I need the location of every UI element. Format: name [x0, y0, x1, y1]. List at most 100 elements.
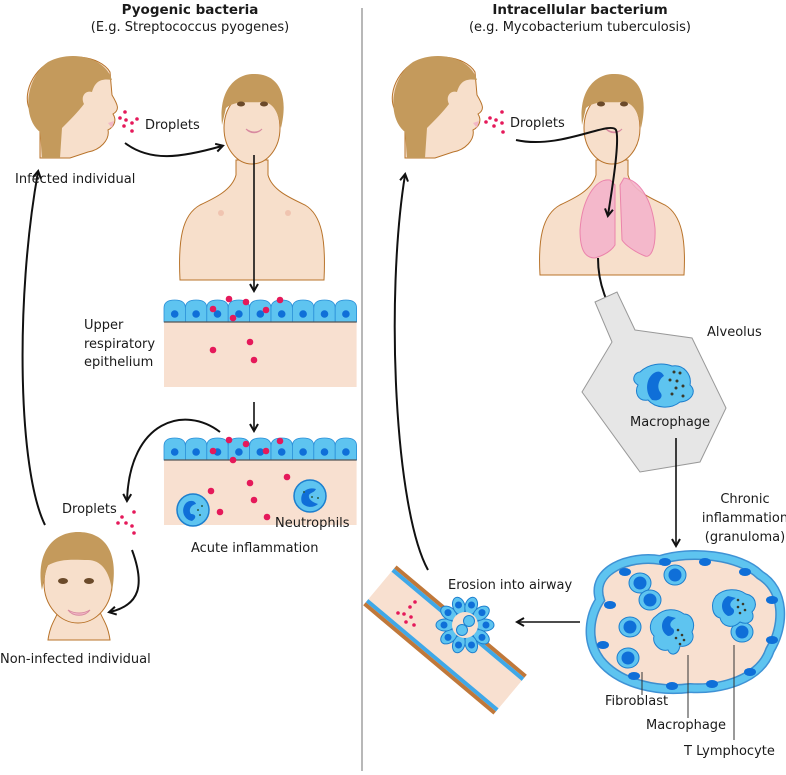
exposed-person-figure — [179, 73, 325, 281]
rosette-nucleus — [440, 621, 448, 629]
arrow-noninfected-to-infected — [21, 172, 46, 526]
bacterium — [250, 496, 258, 504]
cell-nucleus — [342, 448, 350, 456]
lymphocyte-nucleus — [623, 620, 637, 634]
lymphocyte-nucleus — [633, 576, 647, 590]
non-infected-individual-label: Non-infected individual — [0, 652, 151, 667]
bacterium — [207, 487, 215, 495]
droplets-top-right — [484, 110, 505, 134]
rosette-nucleus — [467, 641, 475, 649]
rosette-nucleus — [467, 601, 475, 609]
rosette-nucleus — [478, 609, 486, 617]
bacterium — [225, 295, 233, 303]
droplets-bottom-label: Droplets — [62, 502, 117, 517]
erosion-into-airway-label: Erosion into airway — [448, 578, 573, 593]
lymphocyte-nucleus — [735, 625, 749, 639]
droplets-bottom-left — [116, 510, 136, 535]
neutrophil-cell — [176, 493, 210, 527]
fibroblast-nucleus — [766, 636, 778, 644]
chronic-inflammation-label-line3: (granuloma) — [704, 530, 786, 545]
cell-nucleus — [277, 310, 286, 318]
rosette-nucleus — [482, 621, 490, 629]
fibroblast-nucleus — [604, 601, 616, 609]
fibroblast-nucleus — [628, 672, 640, 680]
droplets-top-left — [118, 110, 139, 133]
chronic-inflammation-label-line1: Chronic — [720, 492, 770, 507]
fibroblast-nucleus — [766, 596, 778, 604]
bacterium — [209, 346, 217, 354]
fibroblast-nucleus — [739, 568, 751, 576]
chronic-inflammation-label-line2: inflammation — [701, 511, 786, 526]
rosette-nucleus — [455, 601, 463, 609]
rosette-macrophage — [463, 615, 475, 627]
cell-nucleus — [192, 448, 200, 456]
bacterium — [262, 447, 270, 455]
airway-droplets — [396, 600, 417, 627]
rosette-nucleus — [444, 633, 452, 641]
cell-nucleus — [256, 448, 265, 456]
connective-tissue — [164, 322, 357, 387]
bacterium — [229, 314, 237, 322]
bacterium — [229, 456, 237, 464]
granuloma-macrophage-cell — [649, 609, 695, 655]
upper-epithelium-block — [163, 295, 357, 387]
upper-respiratory-label-line3: epithelium — [84, 355, 154, 370]
cell-nucleus — [235, 310, 243, 318]
fibroblast-nucleus — [666, 682, 678, 690]
bacterium — [276, 296, 284, 304]
t-lymphocyte-label: T Lymphocyte — [684, 744, 775, 759]
right-panel-subtitle: (e.g. Mycobacterium tuberculosis) — [468, 20, 691, 35]
infected-individual-figure — [26, 56, 118, 159]
tb-infected-individual-figure — [391, 56, 483, 159]
lymphocyte-nucleus — [621, 651, 635, 665]
alveolar-macrophage-cell — [633, 363, 694, 408]
bacterium — [262, 306, 270, 314]
acute-inflammation-block — [163, 436, 357, 525]
alveolar-macrophage-label: Macrophage — [630, 415, 711, 430]
bacterium — [209, 447, 217, 455]
upper-respiratory-label-line2: respiratory — [84, 337, 156, 352]
cell-nucleus — [170, 310, 179, 318]
bacterium — [250, 356, 258, 364]
tb-person-with-lungs-figure — [539, 73, 685, 276]
cell-nucleus — [235, 448, 243, 456]
fibroblast-nucleus — [706, 680, 718, 688]
airway-granuloma-rosette — [435, 596, 495, 654]
rosette-nucleus — [455, 641, 463, 649]
fibroblast-nucleus — [619, 568, 631, 576]
arrow-droplets-to-noninfected — [110, 549, 140, 612]
arrow-airway-to-infected — [393, 175, 429, 571]
fibroblast-nucleus — [597, 641, 609, 649]
bacterium — [242, 440, 250, 448]
cell-nucleus — [170, 448, 179, 456]
cell-nucleus — [342, 310, 350, 318]
rosette-nucleus — [478, 633, 486, 641]
bacterium — [209, 305, 217, 313]
bacterium — [276, 437, 284, 445]
bacterium — [246, 338, 254, 346]
alveolus-label: Alveolus — [707, 325, 762, 340]
cell-nucleus — [213, 310, 222, 318]
lymphocyte-nucleus — [668, 568, 682, 582]
rosette-macrophage — [456, 624, 468, 636]
neutrophils-label: Neutrophils — [275, 516, 350, 531]
upper-respiratory-label-line1: Upper — [84, 318, 124, 333]
fibroblast-nucleus — [699, 558, 711, 566]
arrow-droplets-to-lungs — [515, 127, 619, 215]
mouth — [108, 121, 114, 128]
rosette-nucleus — [444, 609, 452, 617]
bacterium — [225, 436, 233, 444]
bacterium — [263, 513, 271, 521]
acute-inflammation-label: Acute inflammation — [191, 541, 319, 556]
cell-nucleus — [320, 310, 329, 318]
granuloma-macrophage-cell — [712, 589, 756, 627]
left-panel-title: Pyogenic bacteria — [121, 2, 259, 18]
left-panel-subtitle: (E.g. Streptococcus pyogenes) — [90, 20, 290, 35]
fibroblast-label: Fibroblast — [605, 694, 669, 709]
cell-nucleus — [320, 448, 329, 456]
bacterium — [216, 508, 224, 516]
granuloma-macrophage-label: Macrophage — [646, 718, 727, 733]
fibroblast-nucleus — [744, 668, 756, 676]
